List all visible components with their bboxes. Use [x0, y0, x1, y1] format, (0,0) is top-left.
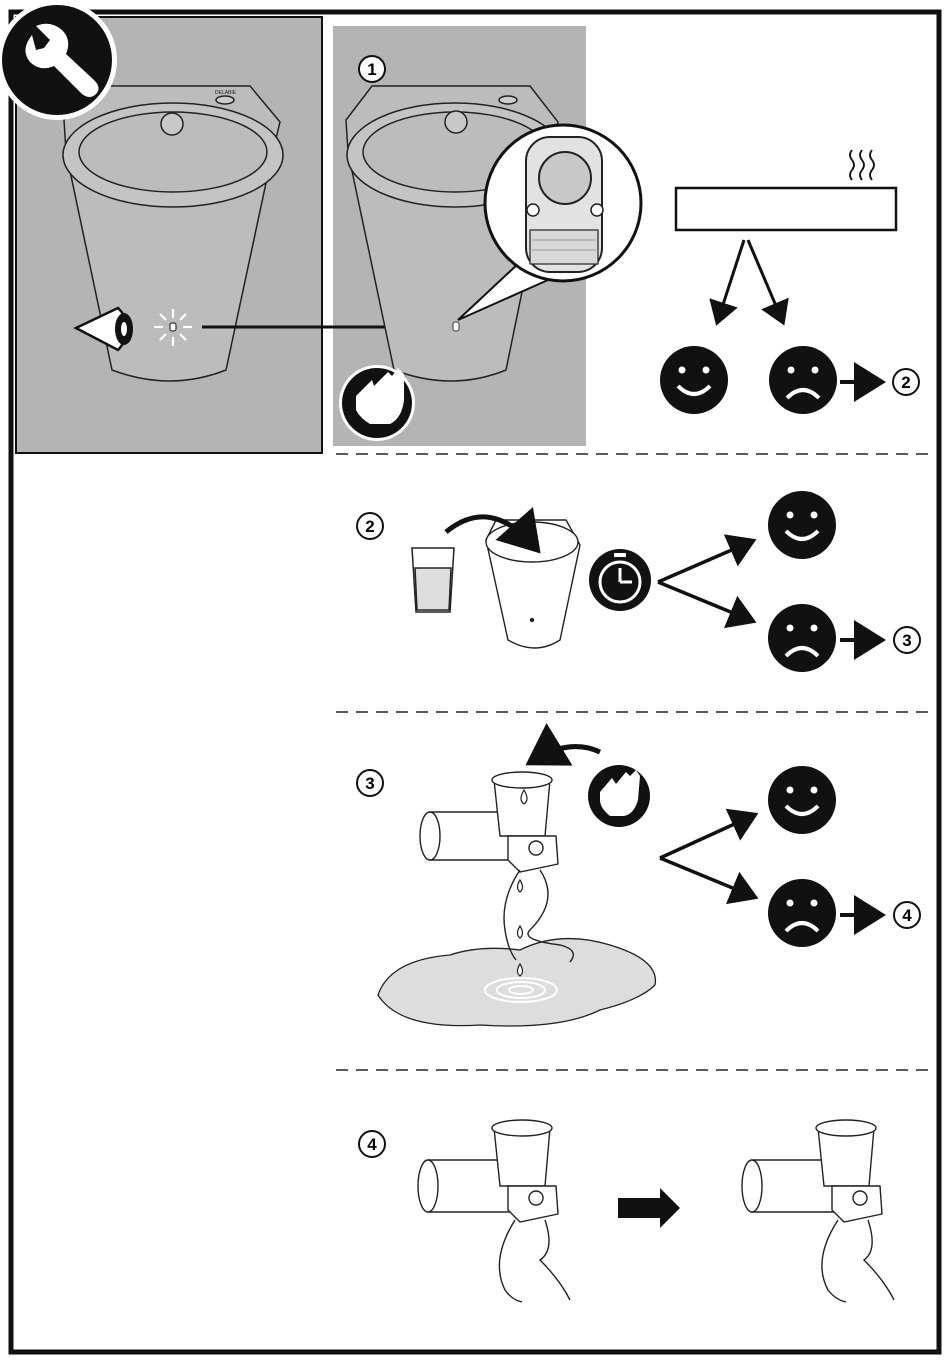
sad-face-icon: [768, 604, 836, 672]
water-glass-icon: [412, 548, 454, 612]
hand-icon: [339, 365, 415, 441]
smiley-face-icon: [660, 346, 728, 414]
next-step-number: 2: [901, 373, 910, 392]
valve-assembly-after: [742, 1120, 894, 1302]
next-step-number: 4: [902, 906, 912, 925]
branch-arrow-down: [658, 582, 750, 620]
step-number-3: 3: [365, 774, 374, 793]
brand-mark-left: DELABIE: [215, 90, 237, 96]
urinal-illustration-step2: [486, 520, 580, 648]
step-number-2: 2: [365, 517, 374, 536]
wipe-arrow: [534, 747, 600, 760]
step-number-1: 1: [367, 60, 376, 79]
smiley-face-icon: [768, 491, 836, 559]
clock-icon: [586, 546, 654, 614]
branch-arrow-up: [660, 816, 752, 858]
branch-arrow-left: [718, 240, 744, 320]
valve-assembly-step3: [420, 772, 573, 962]
wipe-hand-icon: [585, 762, 653, 830]
sad-face-icon: [768, 879, 836, 947]
sensor-window: [453, 322, 459, 331]
branch-arrow-right: [748, 240, 782, 320]
valve-assembly-before: [418, 1120, 570, 1302]
wrench-icon: [0, 0, 117, 120]
step-number-4: 4: [367, 1135, 377, 1154]
heat-waves-icon: [850, 150, 874, 180]
branch-arrow-up: [658, 542, 750, 582]
next-step-number: 3: [902, 631, 911, 650]
branch-arrow-down: [660, 858, 752, 896]
hot-water-bar: [676, 188, 896, 230]
replace-arrow: [618, 1188, 680, 1228]
sad-face-icon: [769, 346, 837, 414]
smiley-face-icon: [768, 766, 836, 834]
